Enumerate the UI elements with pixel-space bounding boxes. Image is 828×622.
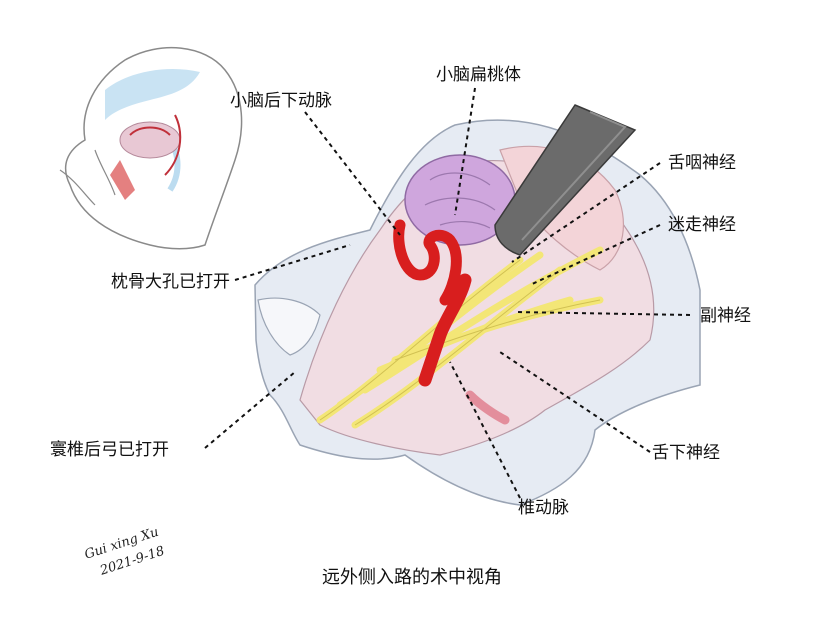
label-accessory-nerve: 副神经 bbox=[700, 306, 751, 326]
vertebral-artery-vessel bbox=[418, 273, 472, 387]
figure-caption: 远外侧入路的术中视角 bbox=[322, 567, 502, 588]
surgical-field bbox=[254, 104, 701, 506]
label-pica: 小脑后下动脉 bbox=[230, 91, 332, 111]
retractor bbox=[494, 104, 637, 256]
pica-loop bbox=[393, 219, 462, 306]
label-hypoglossal-nerve: 舌下神经 bbox=[652, 443, 720, 463]
label-cerebellar-tonsil: 小脑扁桃体 bbox=[436, 65, 521, 85]
label-glossopharyngeal-nerve: 舌咽神经 bbox=[668, 153, 736, 173]
label-foramen-magnum: 枕骨大孔已打开 bbox=[111, 272, 230, 292]
head-inset bbox=[59, 47, 243, 250]
label-vagus-nerve: 迷走神经 bbox=[668, 215, 736, 235]
leader-lines bbox=[204, 87, 691, 499]
label-vertebral-artery: 椎动脉 bbox=[518, 498, 569, 518]
artist-signature: Gui xing Xu 2021-9-18 bbox=[83, 525, 167, 579]
label-atlas-arch: 寰椎后弓已打开 bbox=[50, 439, 169, 460]
